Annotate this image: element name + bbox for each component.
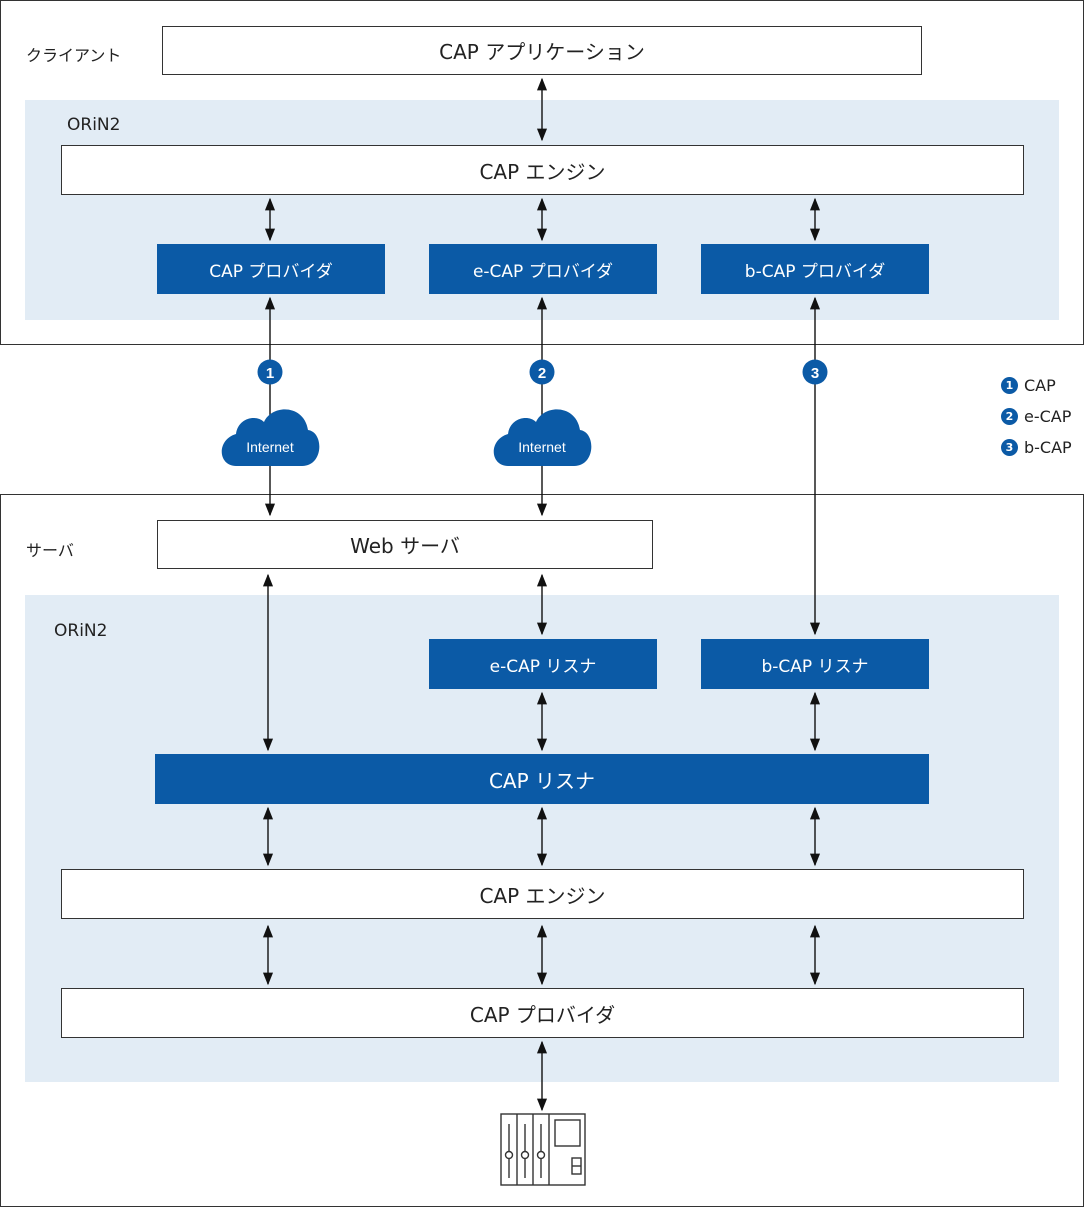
client-label: クライアント xyxy=(26,46,122,65)
marker-1-text: 1 xyxy=(266,365,274,382)
client-cap-engine-box: CAP エンジン xyxy=(61,145,1024,195)
controller-device-icon xyxy=(500,1113,586,1186)
marker-2: 2 xyxy=(529,359,555,385)
cloud-icon: Internet xyxy=(221,409,320,466)
server-label: サーバ xyxy=(26,541,74,560)
legend-marker-2: 2 xyxy=(1001,407,1018,425)
legend-marker-3: 3 xyxy=(1001,438,1018,456)
e-cap-provider-box: e-CAP プロバイダ xyxy=(429,244,657,294)
legend-item: 1 CAP xyxy=(1001,374,1072,396)
marker-3: 3 xyxy=(802,359,828,385)
cloud-label-1: Internet xyxy=(246,439,294,455)
client-orin2-label: ORiN2 xyxy=(67,115,121,135)
server-cap-provider-box: CAP プロバイダ xyxy=(61,988,1024,1038)
legend-marker-1: 1 xyxy=(1001,376,1018,394)
marker-1: 1 xyxy=(257,359,283,385)
b-cap-listener-box: b-CAP リスナ xyxy=(701,639,929,689)
web-server-box: Web サーバ xyxy=(157,520,653,569)
marker-2-text: 2 xyxy=(538,365,546,382)
cap-application-box: CAP アプリケーション xyxy=(162,26,922,75)
legend-label-bcap: b-CAP xyxy=(1024,437,1072,457)
legend-label-cap: CAP xyxy=(1024,375,1056,395)
legend-label-ecap: e-CAP xyxy=(1024,406,1072,426)
cloud-label-2: Internet xyxy=(518,439,566,455)
server-orin2-label: ORiN2 xyxy=(54,621,108,641)
cap-listener-box: CAP リスナ xyxy=(155,754,929,804)
e-cap-listener-box: e-CAP リスナ xyxy=(429,639,657,689)
b-cap-provider-box: b-CAP プロバイダ xyxy=(701,244,929,294)
cap-provider-box: CAP プロバイダ xyxy=(157,244,385,294)
legend: 1 CAP 2 e-CAP 3 b-CAP xyxy=(1001,374,1072,458)
server-cap-engine-box: CAP エンジン xyxy=(61,869,1024,919)
legend-item: 3 b-CAP xyxy=(1001,436,1072,458)
cloud-icon: Internet xyxy=(493,409,592,466)
marker-3-text: 3 xyxy=(811,365,819,382)
legend-item: 2 e-CAP xyxy=(1001,405,1072,427)
